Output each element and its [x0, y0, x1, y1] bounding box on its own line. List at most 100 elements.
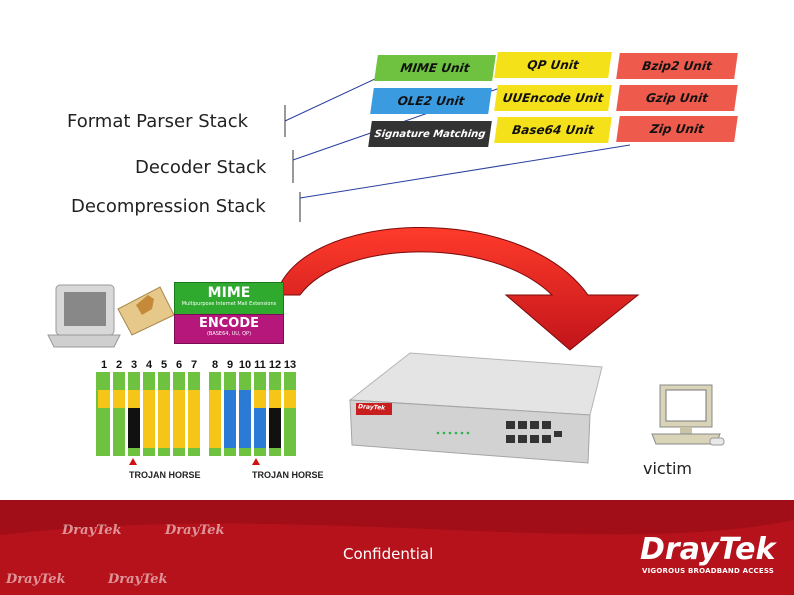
packet-column-segment	[128, 390, 140, 408]
packet-column-segment	[128, 408, 140, 448]
packet-column-segment	[143, 448, 155, 456]
packet-column-segment	[209, 372, 221, 390]
packet-column-segment	[173, 390, 185, 408]
packet-column-segment	[224, 390, 236, 408]
format-parser-stack-label: Format Parser Stack	[67, 111, 249, 132]
victim-label: victim	[643, 459, 693, 478]
packet-column-segment	[209, 390, 221, 408]
packet-column-segment	[209, 408, 221, 448]
confidential-label: Confidential	[343, 545, 434, 563]
trojan-horse-label: TROJAN HORSE	[129, 470, 201, 480]
packet-column-segment	[188, 448, 200, 456]
packet-column-segment	[143, 408, 155, 448]
packet-column-number: 6	[176, 359, 182, 371]
packet-edge	[96, 372, 98, 456]
router-device	[348, 352, 603, 464]
packet-column-segment	[98, 408, 110, 448]
packet-column-segment	[239, 448, 251, 456]
signature-matching-label: Signature Matching	[373, 128, 487, 140]
packet-column-number: 12	[269, 359, 281, 371]
packet-column-number: 11	[254, 359, 266, 371]
uuencode-unit-block: UUEncode Unit	[494, 85, 612, 111]
packet-column-segment	[158, 408, 170, 448]
packet-column-segment	[269, 390, 281, 408]
decompression-stack-label: Decompression Stack	[71, 196, 266, 217]
trojan-marker-icon	[129, 458, 137, 465]
packet-column-segment	[284, 448, 296, 456]
packet-column-segment	[254, 408, 266, 448]
victim-computer-icon	[651, 384, 725, 446]
mime-panel-subtitle: Multipurpose Internet Mail Extensions	[181, 301, 277, 307]
packet-column-segment	[269, 448, 281, 456]
footer-wave	[0, 500, 794, 535]
base64-unit-label: Base64 Unit	[511, 123, 595, 137]
qp-unit-label: QP Unit	[526, 58, 580, 72]
packet-column-segment	[284, 408, 296, 448]
packet-column-segment	[173, 408, 185, 448]
ole2-unit-label: OLE2 Unit	[396, 94, 466, 108]
packet-column-number: 13	[284, 359, 296, 371]
packet-column-segment	[254, 390, 266, 408]
encode-panel: ENCODE (BASE64, UU, QP)	[174, 314, 284, 344]
packet-column-segment	[113, 372, 125, 390]
packet-column-number: 7	[191, 359, 197, 371]
brand-tagline: VIGOROUS BROADBAND ACCESS	[642, 567, 775, 575]
decoder-stack-label: Decoder Stack	[135, 157, 267, 178]
packet-column-segment	[269, 408, 281, 448]
encode-panel-subtitle: (BASE64, UU, QP)	[206, 331, 252, 337]
packet-column-segment	[239, 372, 251, 390]
packet-column-number: 10	[239, 359, 251, 371]
packet-column-number: 8	[212, 359, 218, 371]
gzip-unit-label: Gzip Unit	[645, 91, 709, 105]
gzip-unit-block: Gzip Unit	[616, 85, 738, 111]
packet-column-segment	[284, 390, 296, 408]
footer-bar: DrayTek DrayTek DrayTek DrayTek	[0, 500, 794, 595]
ole2-unit-block: OLE2 Unit	[370, 88, 492, 114]
base64-unit-block: Base64 Unit	[494, 117, 612, 143]
packet-column-number: 9	[227, 359, 233, 371]
packet-column-segment	[254, 448, 266, 456]
zip-unit-label: Zip Unit	[649, 122, 705, 136]
qp-unit-block: QP Unit	[494, 52, 612, 78]
footer-watermark: DrayTek	[108, 572, 168, 587]
mime-unit-label: MIME Unit	[399, 61, 471, 75]
packet-column-segment	[224, 448, 236, 456]
router-brand-label: DrayTek	[357, 403, 386, 412]
packet-column-segment	[128, 372, 140, 390]
packet-column-segment	[188, 408, 200, 448]
mime-unit-block: MIME Unit	[374, 55, 496, 81]
packet-column-segment	[158, 372, 170, 390]
packet-column-segment	[173, 448, 185, 456]
packet-column-segment	[239, 390, 251, 408]
packet-column-segment	[254, 372, 266, 390]
packet-column-segment	[269, 372, 281, 390]
packet-column-segment	[143, 390, 155, 408]
zip-unit-block: Zip Unit	[616, 116, 738, 142]
packet-column-number: 1	[101, 359, 107, 371]
footer-watermark: DrayTek	[6, 572, 66, 587]
packet-column-segment	[284, 372, 296, 390]
footer-watermark: DrayTek	[165, 523, 225, 538]
mime-panel-title: MIME	[207, 285, 251, 301]
encode-panel-title: ENCODE	[198, 316, 260, 331]
footer-watermark: DrayTek	[62, 523, 122, 538]
packet-column-segment	[209, 448, 221, 456]
draytek-logo-text: DrayTek	[640, 532, 776, 567]
packet-column-segment	[239, 408, 251, 448]
packet-column-segment	[158, 390, 170, 408]
packet-column-segment	[113, 390, 125, 408]
bzip2-unit-block: Bzip2 Unit	[616, 53, 738, 79]
mime-panel: MIME Multipurpose Internet Mail Extensio…	[174, 282, 284, 317]
packet-column-segment	[98, 390, 110, 408]
packet-column-segment	[158, 448, 170, 456]
packet-column-segment	[188, 390, 200, 408]
packet-column-number: 4	[146, 359, 153, 371]
packet-column-number: 5	[161, 359, 167, 371]
packet-column-segment	[188, 372, 200, 390]
packet-column-segment	[113, 408, 125, 448]
packet-column-segment	[98, 372, 110, 390]
uuencode-unit-label: UUEncode Unit	[501, 91, 605, 105]
packet-column-segment	[113, 448, 125, 456]
packet-column-segment	[98, 448, 110, 456]
